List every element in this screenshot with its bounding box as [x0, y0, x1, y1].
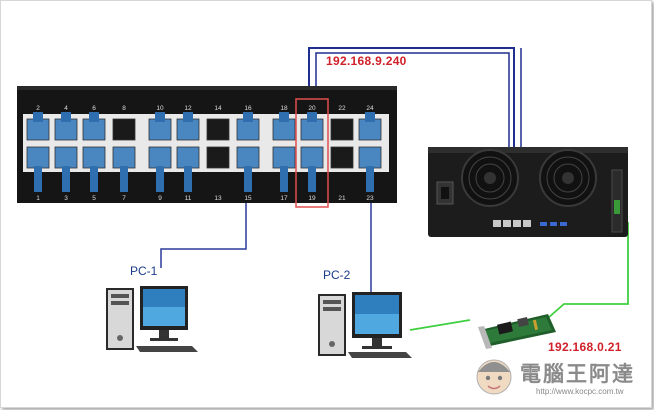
watermark-url: http://www.kocpc.com.tw	[536, 387, 624, 396]
port-number-bottom: 9	[158, 195, 162, 202]
switch-port-top-14	[206, 118, 230, 141]
switch-port-top-6	[82, 118, 106, 141]
port-plug-top-12	[183, 112, 193, 122]
switch-ports-top	[26, 112, 382, 141]
port-number-top: 20	[308, 105, 316, 112]
switch-port-bottom-15	[236, 146, 260, 169]
green-cable-nas	[547, 222, 629, 319]
pc1-label: PC-1	[130, 264, 158, 278]
port-number-top: 12	[184, 105, 192, 112]
port-plug-top-10	[155, 112, 165, 122]
switch-port-top-2	[26, 118, 50, 141]
port-number-bottom: 23	[366, 195, 374, 202]
port-plug-top-24	[365, 112, 375, 122]
port-number-top: 14	[214, 105, 222, 112]
switch-port-top-24	[358, 118, 382, 141]
ip-label-bottom: 192.168.0.21	[548, 340, 622, 354]
port-number-bottom: 13	[214, 195, 222, 202]
switch-port-top-20	[300, 118, 324, 141]
pc2-computer	[318, 292, 412, 358]
network-card	[478, 314, 556, 349]
watermark-mascot	[476, 359, 512, 395]
port-number-top: 24	[366, 105, 374, 112]
port-number-top: 4	[64, 105, 68, 112]
switch-port-top-22	[330, 118, 354, 141]
pc2-label: PC-2	[323, 268, 351, 282]
port-cable-bottom-23	[366, 166, 374, 192]
switch-port-top-16	[236, 118, 260, 141]
switch-ports-bottom	[26, 146, 382, 192]
port-cable-bottom-11	[184, 166, 192, 192]
port-number-top: 2	[36, 105, 40, 112]
fan-left	[461, 149, 519, 207]
port-cable-bottom-17	[280, 166, 288, 192]
switch-port-bottom-9	[148, 146, 172, 169]
switch-port-top-4	[54, 118, 78, 141]
port-plug-top-4	[61, 112, 71, 122]
switch-port-bottom-3	[54, 146, 78, 169]
port-number-top: 22	[338, 105, 346, 112]
fan-right	[539, 149, 597, 207]
switch-port-bottom-21	[330, 146, 354, 169]
port-number-top: 18	[280, 105, 288, 112]
nas-device	[428, 147, 628, 237]
port-number-bottom: 7	[122, 195, 126, 202]
green-cable-pc2	[409, 319, 471, 331]
port-cable-bottom-9	[156, 166, 164, 192]
pc1-cable	[160, 180, 247, 268]
port-number-bottom: 5	[92, 195, 96, 202]
switch-port-bottom-19	[300, 146, 324, 169]
port-number-top: 10	[156, 105, 164, 112]
switch-port-top-12	[176, 118, 200, 141]
port-plug-top-16	[243, 112, 253, 122]
port-plug-top-18	[279, 112, 289, 122]
switch-port-bottom-5	[82, 146, 106, 169]
switch-port-top-18	[272, 118, 296, 141]
port-number-bottom: 3	[64, 195, 68, 202]
watermark-title: 電腦王阿達	[520, 363, 635, 386]
watermark: 電腦王阿達 http://www.kocpc.com.tw	[478, 356, 650, 404]
port-plug-top-6	[89, 112, 99, 122]
port-cable-bottom-5	[90, 166, 98, 192]
port-20-highlight	[295, 98, 329, 208]
nas-usb-ports	[540, 222, 567, 226]
port-cable-bottom-1	[34, 166, 42, 192]
port-number-bottom: 17	[280, 195, 288, 202]
switch-port-top-10	[148, 118, 172, 141]
port-number-bottom: 15	[244, 195, 252, 202]
port-number-top: 8	[122, 105, 126, 112]
switch-port-bottom-11	[176, 146, 200, 169]
port-number-bottom: 1	[36, 195, 40, 202]
switch-port-bottom-7	[112, 146, 136, 169]
pc1-computer	[106, 286, 198, 352]
port-number-top: 6	[92, 105, 96, 112]
port-plug-top-2	[33, 112, 43, 122]
nas-lan-ports	[493, 220, 531, 227]
switch-port-bottom-1	[26, 146, 50, 169]
switch-port-top-8	[112, 118, 136, 141]
port-number-bottom: 21	[338, 195, 346, 202]
port-number-bottom: 19	[308, 195, 316, 202]
port-cable-bottom-19	[308, 166, 316, 192]
switch-port-bottom-17	[272, 146, 296, 169]
port-cable-bottom-15	[244, 166, 252, 192]
port-number-bottom: 11	[185, 195, 192, 202]
ip-label-top: 192.168.9.240	[326, 54, 407, 68]
port-number-top: 16	[244, 105, 252, 112]
port-plug-top-20	[307, 112, 317, 122]
port-cable-bottom-3	[62, 166, 70, 192]
switch-port-bottom-23	[358, 146, 382, 169]
port-cable-bottom-7	[120, 166, 128, 192]
switch-port-bottom-13	[206, 146, 230, 169]
